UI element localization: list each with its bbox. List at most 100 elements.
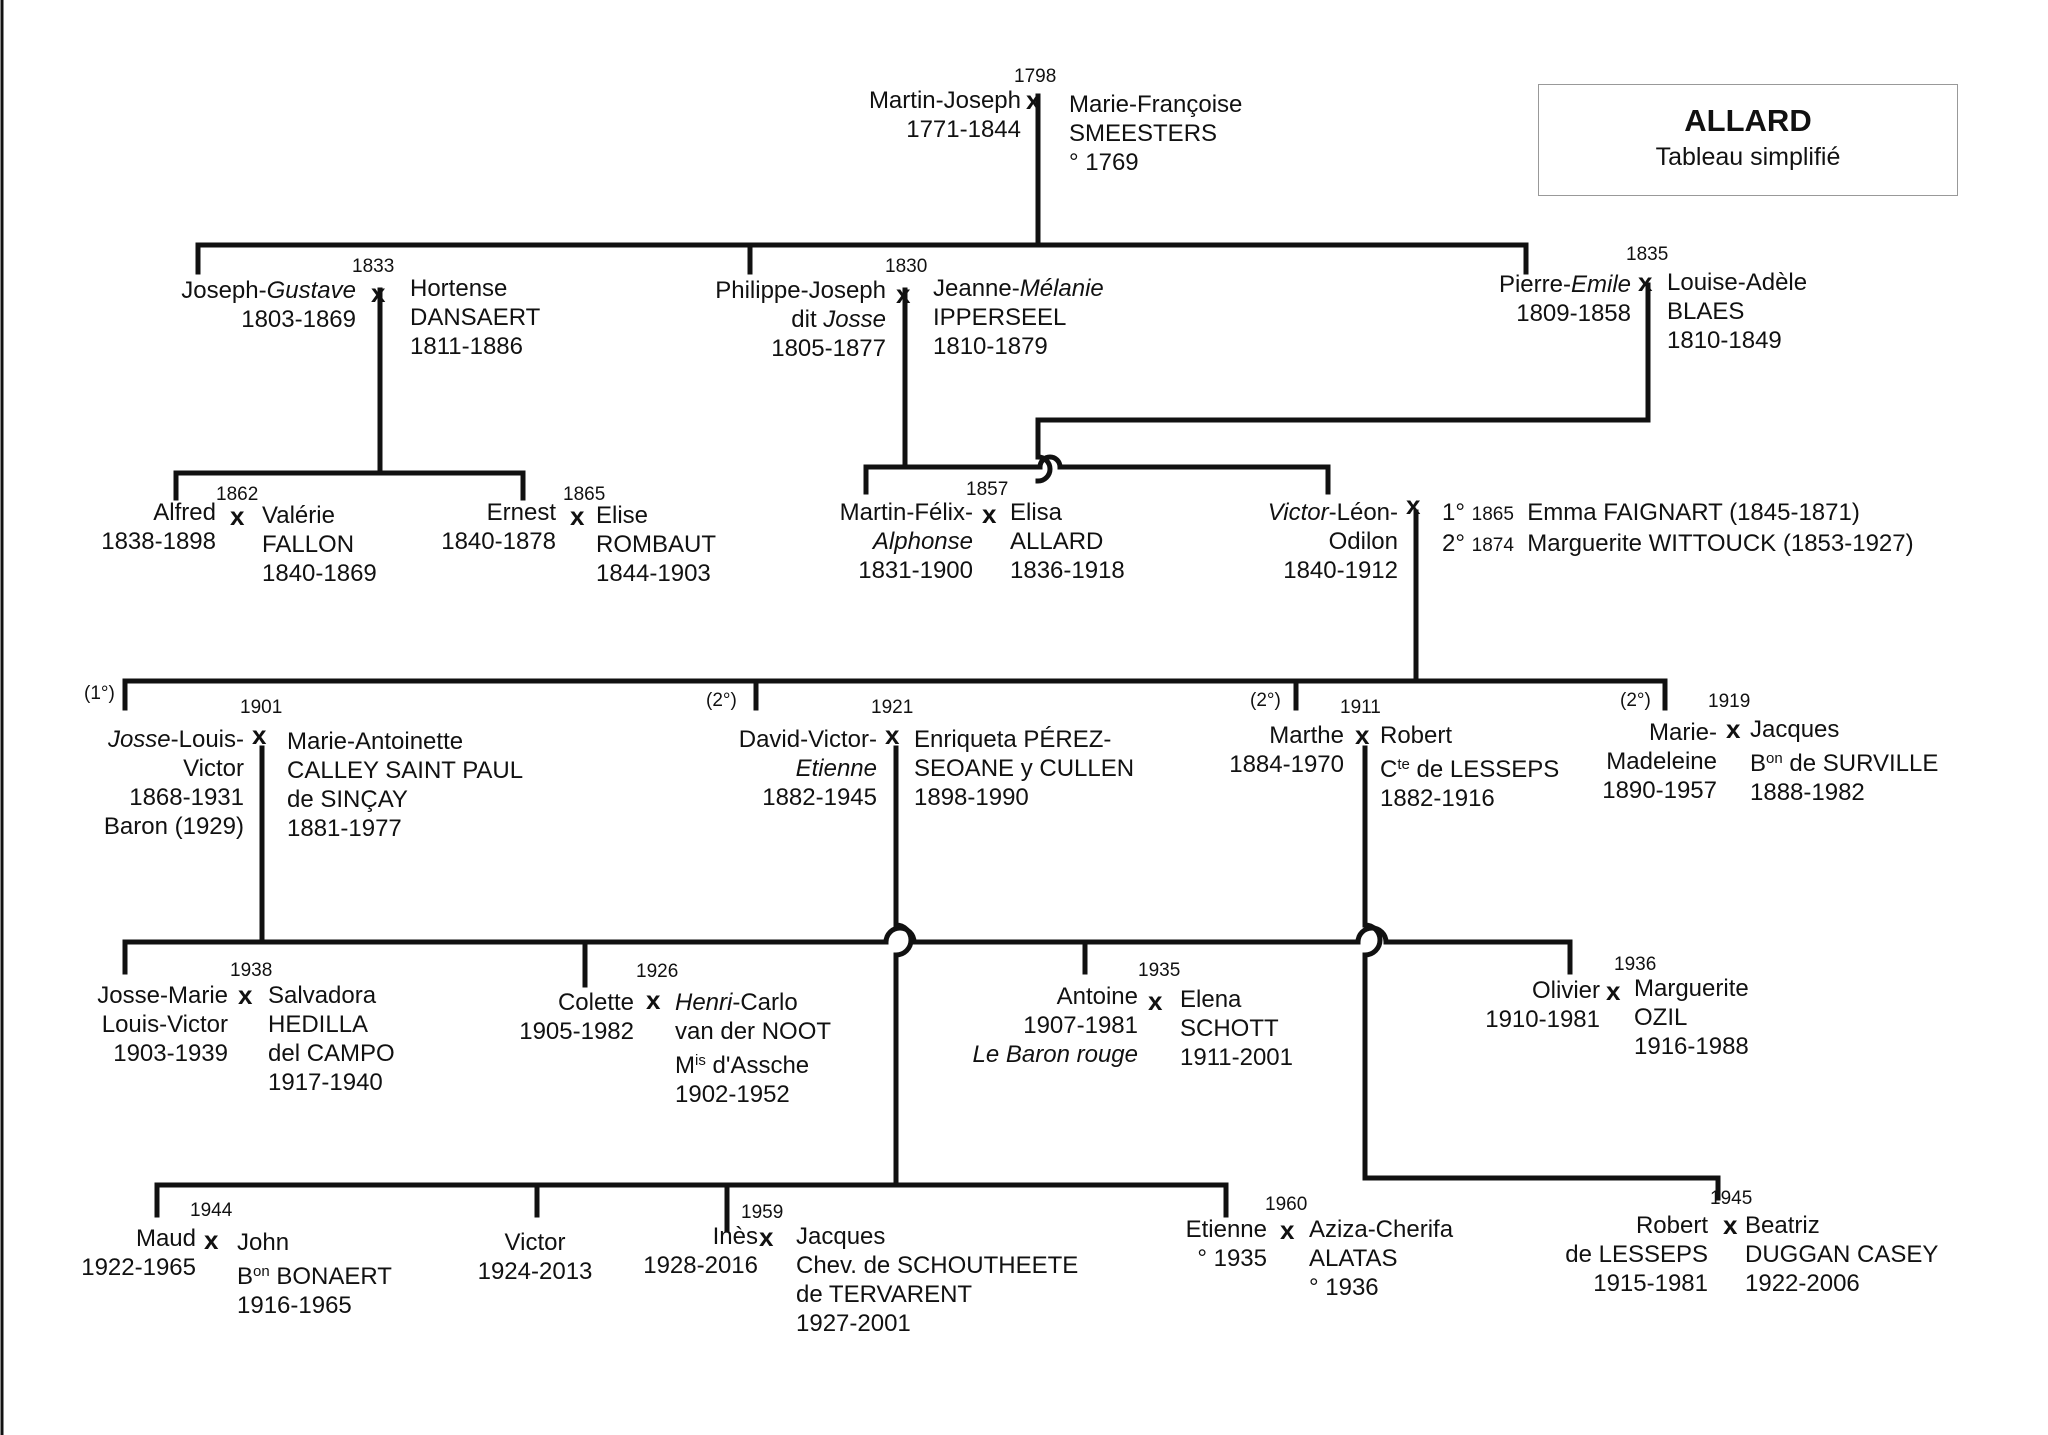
marriage-mark: x xyxy=(896,279,911,309)
person-name: Louise-Adèle xyxy=(1667,269,1808,296)
marriage-mark: x xyxy=(204,1225,219,1255)
marriage-year: 1944 xyxy=(190,1200,233,1221)
marriage-year: 1798 xyxy=(1014,66,1057,87)
person-dates: 1811-1886 xyxy=(410,333,523,360)
person-name: Josse-Marie xyxy=(97,982,228,1009)
person-josse-marie: Josse-Marie Louis-Victor 1903-1939 xyxy=(97,981,228,1068)
person-name: Marie- xyxy=(1648,719,1717,746)
person-dates: 1840-1878 xyxy=(441,528,556,555)
marriage-mark: x xyxy=(1406,490,1421,520)
person-dates: 1884-1970 xyxy=(1229,751,1344,778)
person-surname: SMEESTERS xyxy=(1069,120,1218,147)
marriage-mark: x xyxy=(1606,976,1621,1006)
person-name: Pierre-Emile xyxy=(1498,271,1631,298)
person-henri-carlo: Henri-Carlo van der NOOT Mis d'Assche 19… xyxy=(675,988,831,1109)
person-dates: 1903-1939 xyxy=(113,1040,228,1067)
person-title: Mis d'Assche xyxy=(675,1052,810,1079)
person-dates: 1840-1912 xyxy=(1283,557,1398,584)
person-dates: 1915-1981 xyxy=(1593,1270,1708,1297)
marriage-order-label: (2°) xyxy=(706,690,737,711)
person-name: Ernest xyxy=(486,499,556,526)
person-antoine: Antoine 1907-1981 Le Baron rouge xyxy=(973,982,1138,1069)
marriage-year: 1938 xyxy=(230,960,273,981)
marriage-mark: x xyxy=(252,720,267,750)
person-elisa: Elisa ALLARD 1836-1918 xyxy=(1010,498,1125,585)
person-beatriz: Beatriz DUGGAN CASEY 1922-2006 xyxy=(1745,1211,1938,1298)
person-name: Marguerite xyxy=(1634,975,1749,1002)
person-martin-joseph: Martin-Joseph 1771-1844 xyxy=(869,86,1021,144)
person-ernest: Ernest 1840-1878 xyxy=(441,498,556,556)
person-enriqueta: Enriqueta PÉREZ- SEOANE y CULLEN 1898-19… xyxy=(914,725,1134,812)
person-name: Marie-Françoise xyxy=(1069,91,1243,118)
person-surname: van der NOOT xyxy=(675,1018,832,1045)
person-dates: 1844-1903 xyxy=(596,560,711,587)
person-name: Henri-Carlo xyxy=(675,989,798,1016)
marriage-year: 1945 xyxy=(1710,1188,1753,1209)
person-marie-antoinette: Marie-Antoinette CALLEY SAINT PAUL de SI… xyxy=(287,727,523,843)
marriage-year: 1857 xyxy=(966,479,1009,500)
marriage-mark: x xyxy=(982,499,997,529)
marriage-mark: x xyxy=(1723,1210,1738,1240)
person-surname: de LESSEPS xyxy=(1565,1241,1708,1268)
person-marthe: Marthe 1884-1970 xyxy=(1229,721,1344,779)
trunk-1911-hook xyxy=(1362,922,1383,958)
person-title: Baron (1929) xyxy=(103,813,244,840)
person-name: Philippe-Joseph xyxy=(715,277,886,304)
person-surname: HEDILLA xyxy=(268,1011,369,1038)
person-elise: Elise ROMBAUT 1844-1903 xyxy=(596,501,716,588)
marriage-year: 1921 xyxy=(871,697,914,718)
person-dates: 1809-1858 xyxy=(1516,300,1631,327)
person-jacques-schoutheete: Jacques Chev. de SCHOUTHEETE de TERVAREN… xyxy=(796,1222,1078,1338)
person-dates: 1771-1844 xyxy=(906,116,1021,143)
marriage-mark: x xyxy=(646,985,661,1015)
person-dates: 1831-1900 xyxy=(858,557,973,584)
title: ALLARD xyxy=(1684,103,1812,138)
person-dates: 1922-1965 xyxy=(81,1254,196,1281)
marriage-mark: x xyxy=(1148,986,1163,1016)
marriage-mark: x xyxy=(759,1222,774,1252)
person-dates: 1881-1977 xyxy=(287,815,402,842)
person-name: Josse-Louis- xyxy=(107,726,244,753)
spouse-1: 1° 1865 Emma FAIGNART (1845-1871) xyxy=(1442,499,1860,526)
person-dates: 1882-1916 xyxy=(1380,785,1495,812)
marriage-year: 1833 xyxy=(352,256,395,277)
person-surname: DUGGAN CASEY xyxy=(1745,1241,1939,1268)
marriage-year: 1935 xyxy=(1138,960,1181,981)
person-name: Victor-Léon- xyxy=(1267,499,1398,526)
marriage-year: 1936 xyxy=(1614,954,1657,975)
person-dates: 1907-1981 xyxy=(1023,1012,1138,1039)
person-louise-adele: Louise-Adèle BLAES 1810-1849 xyxy=(1667,268,1807,355)
person-dates: 1910-1981 xyxy=(1485,1006,1600,1033)
person-olivier: Olivier 1910-1981 xyxy=(1485,976,1600,1034)
person-title: Chev. de SCHOUTHEETE xyxy=(796,1252,1079,1279)
person-salvadora: Salvadora HEDILLA del CAMPO 1917-1940 xyxy=(268,981,395,1097)
person-alfred: Alfred 1838-1898 xyxy=(101,498,216,556)
person-surname: Bon BONAERT xyxy=(237,1263,392,1290)
person-colette: Colette 1905-1982 xyxy=(519,988,634,1046)
marriage-year: 1901 xyxy=(240,697,283,718)
person-martin-felix: Martin-Félix- Alphonse 1831-1900 xyxy=(840,498,973,585)
person-name-2: Victor xyxy=(183,755,244,782)
marriage-year: 1830 xyxy=(885,256,928,277)
person-victor-jr: Victor 1924-2013 xyxy=(460,1228,610,1286)
person-john: John Bon BONAERT 1916-1965 xyxy=(237,1228,392,1320)
person-name: Alfred xyxy=(153,499,216,526)
person-dates: 1927-2001 xyxy=(796,1310,911,1337)
person-dates: 1836-1918 xyxy=(1010,557,1125,584)
marriage-mark: x xyxy=(1280,1215,1295,1245)
person-surname: ALATAS xyxy=(1309,1245,1398,1272)
person-maud: Maud 1922-1965 xyxy=(81,1224,196,1282)
person-dates: 1928-2016 xyxy=(643,1252,758,1279)
person-name: Robert xyxy=(1635,1212,1708,1239)
person-name: Valérie xyxy=(262,502,335,529)
person-jeanne-melanie: Jeanne-Mélanie IPPERSEEL 1810-1879 xyxy=(933,274,1104,361)
person-surname: de TERVARENT xyxy=(796,1281,973,1308)
subtitle: Tableau simplifié xyxy=(1655,143,1841,171)
marriage-year: 1862 xyxy=(216,484,259,505)
person-dates: 1917-1940 xyxy=(268,1069,383,1096)
person-dates: 1916-1988 xyxy=(1634,1033,1749,1060)
marriage-year: 1960 xyxy=(1265,1194,1308,1215)
person-dates: 1922-2006 xyxy=(1745,1270,1860,1297)
person-ines: Inès 1928-2016 xyxy=(643,1222,758,1280)
